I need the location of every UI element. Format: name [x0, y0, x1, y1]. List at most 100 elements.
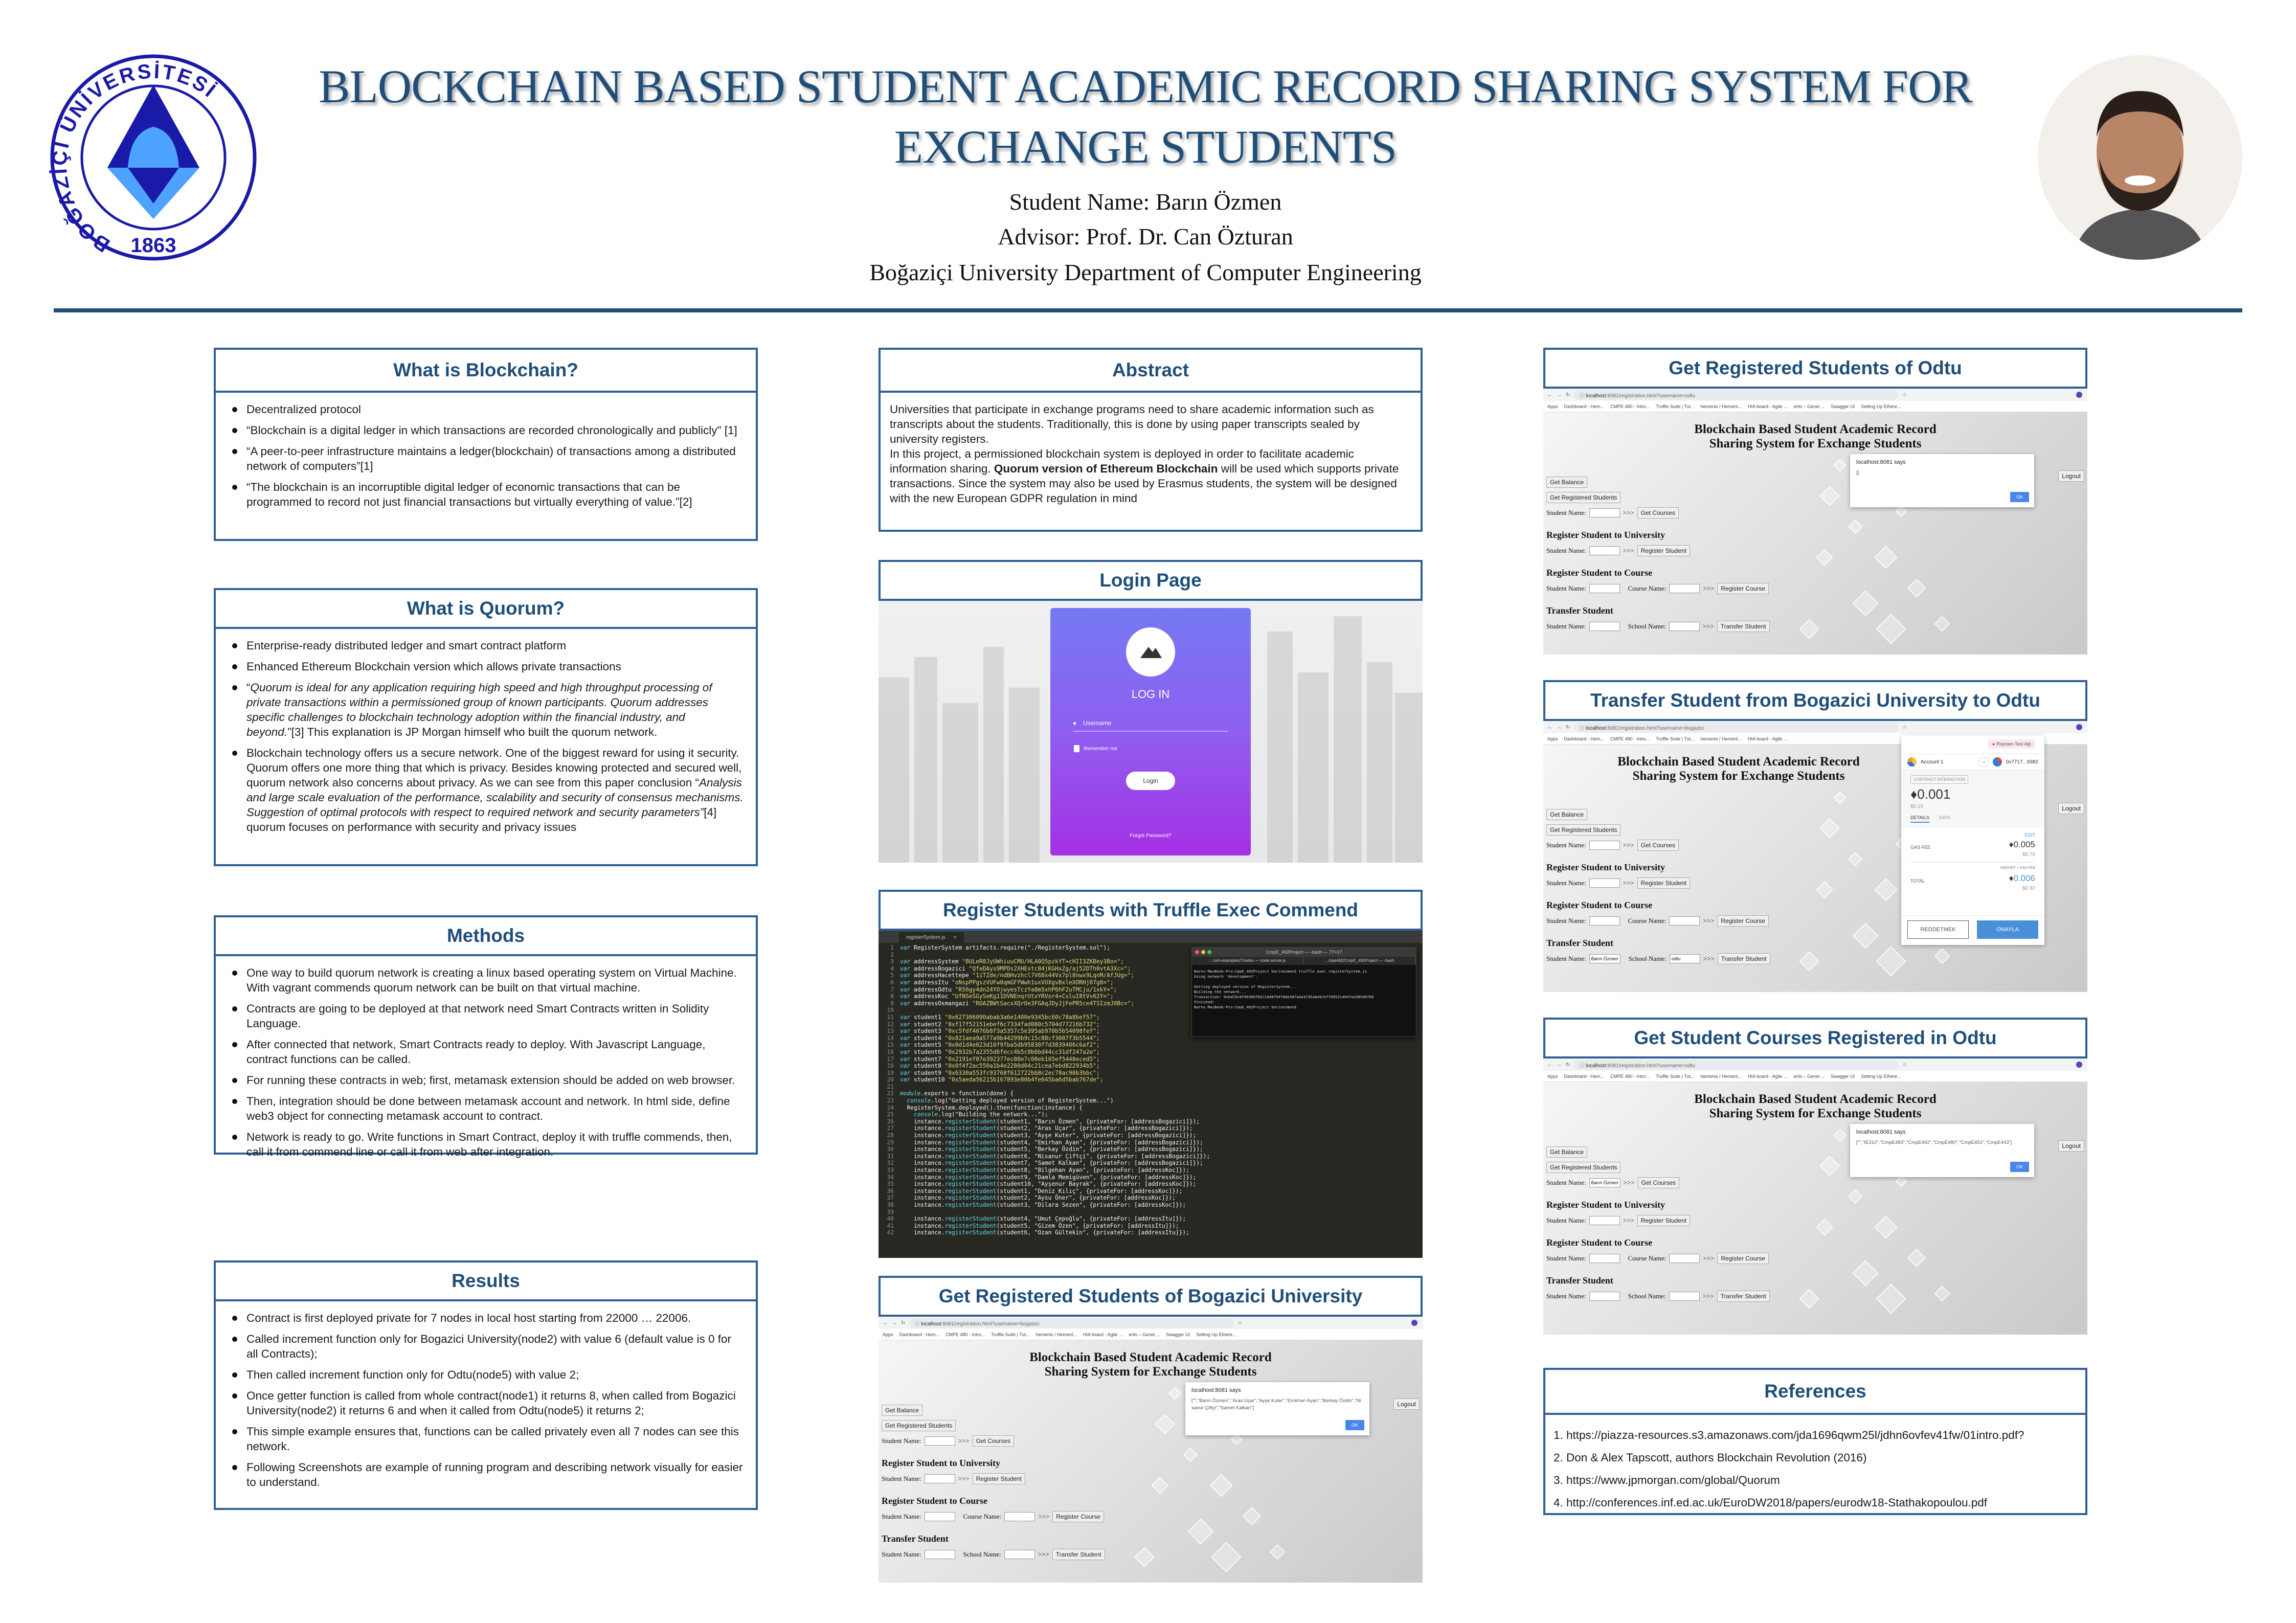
bookmark-item[interactable]: Truffle Suite | Tut...	[1656, 736, 1695, 741]
logout-button[interactable]: Logout	[2058, 803, 2084, 814]
student-name-input[interactable]	[1589, 584, 1620, 593]
bookmark-item[interactable]: hemenis / HemenI...	[1700, 1073, 1742, 1079]
terminal-tab[interactable]: ...rum-examples/7nodes — node server.js	[1192, 957, 1304, 965]
bookmark-item[interactable]: CMPE 480 - Intro...	[1610, 1073, 1650, 1079]
address-bar[interactable]: ⓘ localhost:8081/registration.html?usern…	[909, 1318, 1233, 1328]
student-name-input[interactable]	[1589, 1216, 1620, 1225]
student-name-input[interactable]: Barın Özmen	[1589, 1178, 1620, 1187]
remember-me-checkbox[interactable]: Remember me	[1074, 745, 1117, 752]
bookmark-item[interactable]: Swagger UI	[1831, 403, 1855, 409]
back-icon[interactable]: ←	[883, 1320, 888, 1326]
profile-avatar[interactable]	[1411, 1320, 1417, 1326]
get-registered-students-button[interactable]: Get Registered Students	[1546, 492, 1621, 503]
bookmark-item[interactable]: HIA board - Agile ...	[1083, 1332, 1123, 1337]
register-student-button[interactable]: Register Student	[1637, 877, 1691, 889]
bookmark-item[interactable]: Dashboard - Hem...	[1564, 403, 1605, 409]
address-bar[interactable]: ⓘ localhost:8081/registration.html?usern…	[1574, 1060, 1898, 1070]
bookmark-item[interactable]: hemenis / HemenI...	[1700, 403, 1742, 409]
get-balance-button[interactable]: Get Balance	[1546, 1146, 1588, 1158]
back-icon[interactable]: ←	[1547, 724, 1552, 730]
register-course-button[interactable]: Register Course	[1717, 1253, 1769, 1264]
reload-icon[interactable]: ↻	[1566, 724, 1570, 730]
student-name-input[interactable]	[1589, 508, 1620, 517]
back-icon[interactable]: ←	[1547, 1062, 1552, 1068]
bookmark-item[interactable]: Truffle Suite | Tut...	[1656, 403, 1695, 409]
school-name-input[interactable]	[1669, 622, 1700, 631]
transfer-student-button[interactable]: Transfer Student	[1717, 953, 1770, 964]
student-name-input[interactable]	[1589, 841, 1620, 850]
get-courses-button[interactable]: Get Courses	[1637, 1177, 1680, 1188]
forward-icon[interactable]: →	[892, 1320, 897, 1326]
register-student-button[interactable]: Register Student	[1637, 1215, 1691, 1226]
register-course-button[interactable]: Register Course	[1052, 1511, 1105, 1522]
login-button[interactable]: Login	[1126, 772, 1175, 790]
get-registered-students-button[interactable]: Get Registered Students	[882, 1420, 956, 1431]
bookmark-item[interactable]: Apps	[1547, 736, 1558, 741]
student-name-input[interactable]	[1589, 878, 1620, 888]
course-name-input[interactable]	[1669, 584, 1700, 593]
bookmark-item[interactable]: enls – Genel ...	[1793, 403, 1825, 409]
username-input[interactable]: ● Username	[1073, 717, 1228, 732]
star-icon[interactable]: ☆	[1902, 392, 1907, 398]
get-balance-button[interactable]: Get Balance	[1546, 809, 1588, 820]
data-tab[interactable]: DATA	[1939, 815, 1951, 820]
student-name-input[interactable]	[924, 1436, 955, 1446]
student-name-input[interactable]	[1589, 916, 1620, 926]
forward-icon[interactable]: →	[1557, 392, 1562, 398]
register-student-button[interactable]: Register Student	[1637, 545, 1691, 556]
student-name-input[interactable]	[1589, 1254, 1620, 1263]
bookmark-item[interactable]: Apps	[1547, 403, 1558, 409]
student-name-input[interactable]	[1589, 1292, 1620, 1301]
bookmark-item[interactable]: Dashboard - Hem...	[899, 1332, 940, 1337]
reference-item[interactable]: 3. https://www.jpmorgan.com/global/Quoru…	[1554, 1474, 1780, 1486]
student-name-input[interactable]	[1589, 546, 1620, 555]
get-balance-button[interactable]: Get Balance	[1546, 477, 1588, 488]
school-name-input[interactable]	[1669, 1292, 1700, 1301]
bookmark-item[interactable]: Swagger UI	[1166, 1332, 1190, 1337]
bookmark-item[interactable]: CMPE 480 - Intro...	[946, 1332, 985, 1337]
get-balance-button[interactable]: Get Balance	[882, 1405, 923, 1416]
bookmark-item[interactable]: Apps	[1547, 1073, 1558, 1079]
bookmark-item[interactable]: HIA board - Agile ...	[1748, 403, 1788, 409]
editor-tab[interactable]: registerSystem.js×	[899, 932, 964, 943]
address-bar[interactable]: ⓘ localhost:8081/registration.html?usern…	[1574, 390, 1898, 400]
terminal-tab[interactable]: ...mpe492/CmpE_492Project — -bash	[1304, 957, 1416, 965]
get-registered-students-button[interactable]: Get Registered Students	[1546, 824, 1621, 836]
register-course-button[interactable]: Register Course	[1717, 915, 1769, 927]
student-name-input[interactable]	[924, 1512, 955, 1521]
reload-icon[interactable]: ↻	[901, 1320, 906, 1326]
star-icon[interactable]: ☆	[1902, 724, 1907, 730]
student-name-input[interactable]	[924, 1550, 955, 1559]
school-name-input[interactable]: odtu	[1669, 954, 1700, 963]
bookmark-item[interactable]: enls – Genel ...	[1793, 1073, 1825, 1079]
transfer-student-button[interactable]: Transfer Student	[1717, 621, 1770, 632]
reload-icon[interactable]: ↻	[1566, 392, 1570, 398]
school-name-input[interactable]	[1004, 1550, 1035, 1559]
alert-ok-button[interactable]: OK	[2010, 492, 2029, 502]
student-name-input[interactable]: Barın Özmen	[1589, 954, 1620, 963]
address-bar[interactable]: ⓘ localhost:8081/registration.html?usern…	[1574, 722, 1898, 732]
register-student-button[interactable]: Register Student	[972, 1473, 1026, 1484]
bookmark-item[interactable]: Swagger UI	[1831, 1073, 1855, 1079]
checkbox-box[interactable]	[1074, 745, 1079, 752]
course-name-input[interactable]	[1669, 1254, 1700, 1263]
get-registered-students-button[interactable]: Get Registered Students	[1546, 1162, 1621, 1173]
alert-ok-button[interactable]: OK	[2010, 1162, 2029, 1172]
student-name-input[interactable]	[924, 1474, 955, 1483]
transfer-student-button[interactable]: Transfer Student	[1052, 1549, 1105, 1560]
bookmark-item[interactable]: Apps	[883, 1332, 893, 1337]
details-tab[interactable]: DETAILS	[1910, 815, 1929, 823]
profile-avatar[interactable]	[2076, 392, 2082, 398]
register-course-button[interactable]: Register Course	[1717, 583, 1769, 594]
star-icon[interactable]: ☆	[1237, 1320, 1242, 1326]
forward-icon[interactable]: →	[1557, 724, 1562, 730]
star-icon[interactable]: ☆	[1902, 1062, 1907, 1068]
logout-button[interactable]: Logout	[1393, 1399, 1420, 1410]
get-courses-button[interactable]: Get Courses	[972, 1435, 1014, 1447]
profile-avatar[interactable]	[2076, 724, 2082, 730]
reload-icon[interactable]: ↻	[1566, 1062, 1570, 1068]
profile-avatar[interactable]	[2076, 1062, 2082, 1068]
alert-ok-button[interactable]: OK	[1345, 1420, 1364, 1430]
edit-link[interactable]: EDIT	[2024, 832, 2035, 838]
back-icon[interactable]: ←	[1547, 392, 1552, 398]
